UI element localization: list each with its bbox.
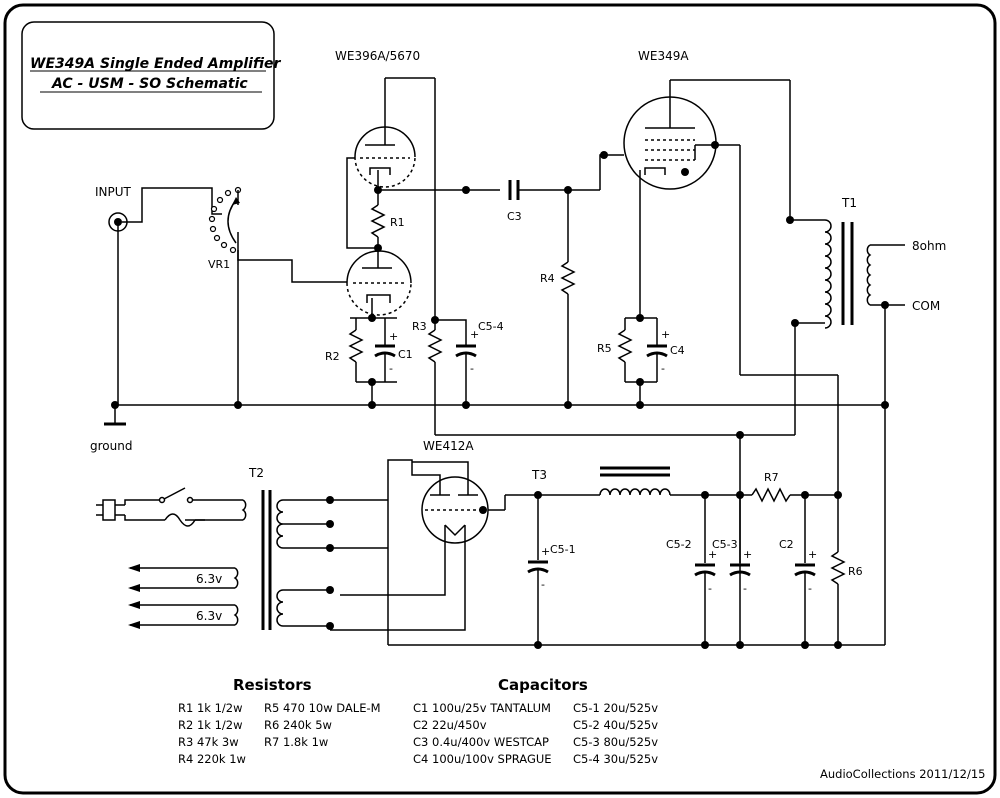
input-jack: INPUT: [95, 185, 222, 405]
c3-capacitor: C3: [507, 180, 600, 223]
power-switch: [158, 487, 205, 504]
resistor-item: R4 220k 1w: [178, 752, 246, 766]
capacitor-legend: Capacitors C1 100u/25v TANTALUM C2 22u/4…: [413, 676, 658, 766]
t2-heater-2-label: 6.3v: [196, 609, 222, 623]
t1-8ohm-label: 8ohm: [912, 239, 946, 253]
c5-2-plus: +: [708, 548, 717, 561]
ac-inlet: [96, 499, 165, 521]
vr1-label: VR1: [208, 258, 230, 271]
we412a-rectifier: [330, 459, 505, 645]
we349a-label: WE349A: [638, 49, 689, 63]
c4-plus: +: [661, 328, 670, 341]
capacitor-item: C4 100u/100v SPRAGUE: [413, 752, 552, 766]
resistor-item: R2 1k 1/2w: [178, 718, 243, 732]
r4-resistor: R4: [540, 190, 576, 405]
capacitor-item: C3 0.4u/400v WESTCAP: [413, 735, 549, 749]
r5-label: R5: [597, 342, 612, 355]
ground-label: ground: [90, 439, 132, 453]
c5-1-minus: -: [541, 578, 545, 591]
input-label: INPUT: [95, 185, 132, 199]
capacitor-item: C5-1 20u/525v: [573, 701, 658, 715]
we396a-upper-triode: [346, 77, 436, 330]
capacitor-item: C5-3 80u/525v: [573, 735, 658, 749]
ground-symbol: ground: [90, 405, 132, 453]
fuse: [164, 513, 205, 527]
r5-c4-network: + - R5 C4: [597, 317, 685, 405]
r1-label: R1: [390, 216, 405, 229]
c5-4-minus: -: [470, 362, 474, 375]
we396a-label: WE396A/5670: [335, 49, 420, 63]
title-line-1: WE349A Single Ended Amplifier: [30, 56, 281, 72]
t3-label: T3: [531, 468, 547, 482]
c5-1-capacitor: + - C5-1: [527, 495, 576, 645]
c1-plus: +: [389, 330, 398, 343]
c2-capacitor: + - C2: [779, 495, 817, 645]
capacitor-item: C1 100u/25v TANTALUM: [413, 701, 551, 715]
vr1-attenuator: VR1: [208, 186, 347, 405]
c5-4-label: C5-4: [478, 320, 504, 333]
c2-plus: +: [808, 548, 817, 561]
c5-3-capacitor: + - C5-3: [712, 491, 752, 595]
we396a-lower-triode: [346, 250, 412, 322]
r6-label: R6: [848, 565, 863, 578]
t2-power-transformer: T2 6.3v 6.3v: [128, 466, 388, 630]
t3-choke: [504, 466, 752, 510]
t1-output-transformer: T1 8ohm COM: [786, 196, 946, 645]
we412a-label: WE412A: [423, 439, 474, 453]
r1-resistor: R1: [370, 190, 405, 252]
resistor-item: R6 240k 5w: [264, 718, 332, 732]
r7-label: R7: [764, 471, 779, 484]
c1-minus: -: [389, 362, 393, 375]
t2-heater-1-label: 6.3v: [196, 572, 222, 586]
c2-label: C2: [779, 538, 794, 551]
resistors-heading: Resistors: [233, 676, 312, 694]
capacitor-item: C5-4 30u/525v: [573, 752, 658, 766]
r3-c5-4-network: + - R3 C5-4: [412, 316, 504, 435]
c1-label: C1: [398, 348, 413, 361]
capacitor-item: C2 22u/450v: [413, 718, 487, 732]
resistor-item: R3 47k 3w: [178, 735, 239, 749]
capacitor-item: C5-2 40u/525v: [573, 718, 658, 732]
r2-c1-network: + - R2 C1: [325, 317, 413, 405]
r6-resistor: R6: [830, 375, 863, 645]
c2-minus: -: [808, 582, 812, 595]
c5-4-plus: +: [470, 328, 479, 341]
t1-label: T1: [841, 196, 857, 210]
capacitors-heading: Capacitors: [498, 676, 588, 694]
r4-label: R4: [540, 272, 555, 285]
c5-2-capacitor: + - C5-2: [666, 491, 717, 645]
c3-label: C3: [507, 210, 522, 223]
resistor-legend: Resistors R1 1k 1/2w R2 1k 1/2w R3 47k 3…: [178, 676, 381, 766]
t1-com-label: COM: [912, 299, 940, 313]
title-line-2: AC - USM - SO Schematic: [51, 76, 248, 92]
c5-2-minus: -: [708, 582, 712, 595]
resistor-item: R7 1.8k 1w: [264, 735, 328, 749]
resistor-item: R5 470 10w DALE-M: [264, 701, 381, 715]
c5-1-label: C5-1: [550, 543, 576, 556]
title-box: WE349A Single Ended Amplifier AC - USM -…: [21, 21, 281, 130]
c5-3-label: C5-3: [712, 538, 738, 551]
resistor-item: R1 1k 1/2w: [178, 701, 243, 715]
c5-1-plus: +: [541, 545, 550, 558]
r7-resistor: R7: [751, 471, 842, 503]
we349a-tube: [599, 79, 838, 376]
c5-3-plus: +: [743, 548, 752, 561]
t2-label: T2: [248, 466, 264, 480]
r3-label: R3: [412, 320, 427, 333]
footer-credit: AudioCollections 2011/12/15: [820, 767, 986, 781]
c4-minus: -: [661, 362, 665, 375]
r2-label: R2: [325, 350, 340, 363]
c5-3-minus: -: [743, 582, 747, 595]
c5-2-label: C5-2: [666, 538, 692, 551]
outer-frame: [3, 3, 997, 795]
c4-label: C4: [670, 344, 685, 357]
